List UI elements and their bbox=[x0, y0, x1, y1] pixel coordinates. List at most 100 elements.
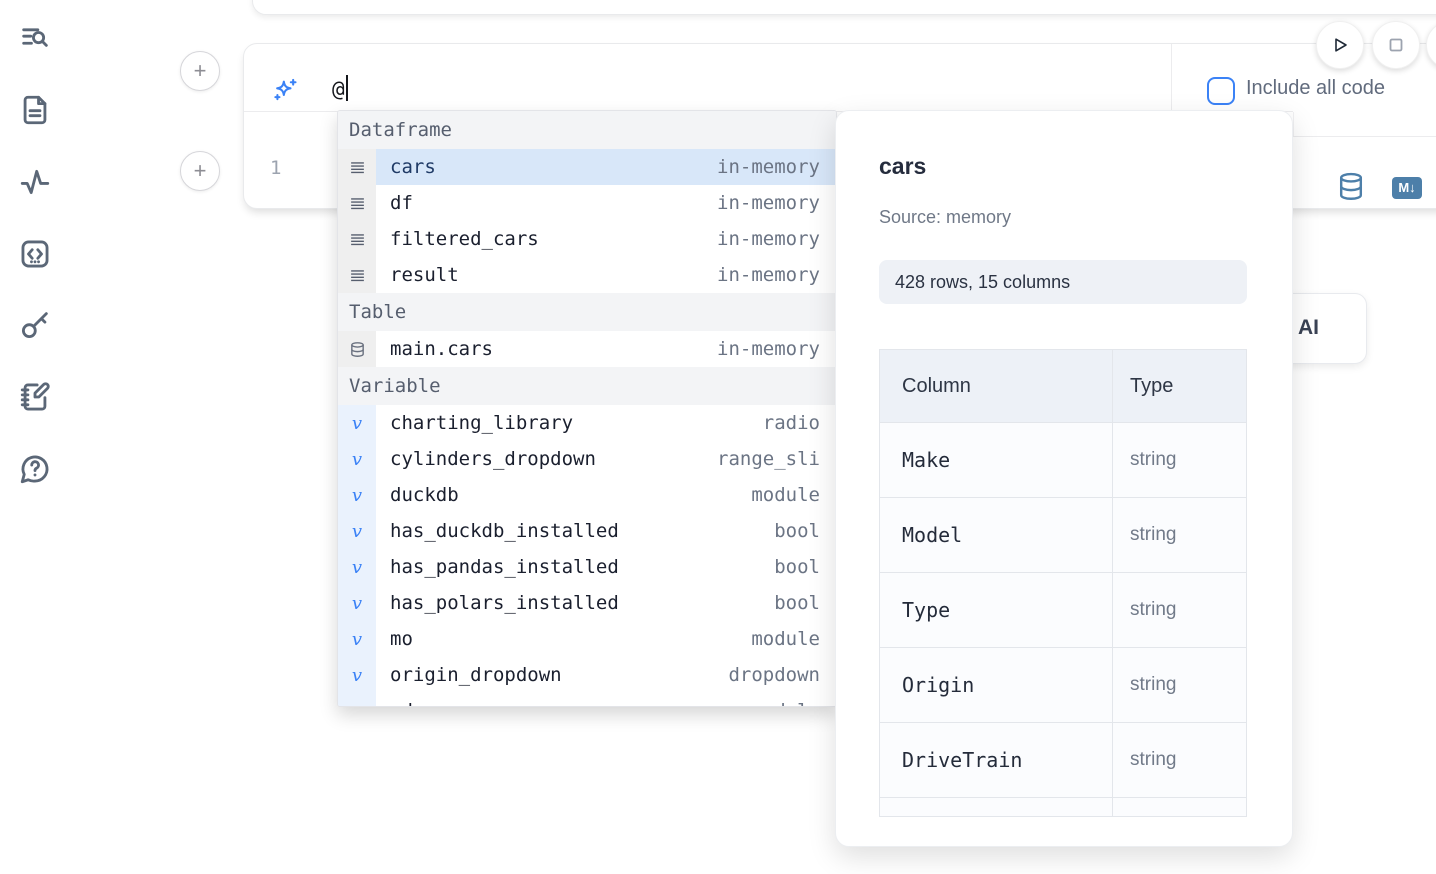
completion-item-meta: bool bbox=[774, 556, 820, 578]
sidebar-item-secrets[interactable] bbox=[18, 308, 54, 344]
variable-icon: v bbox=[338, 441, 376, 477]
notebook-pen-icon bbox=[18, 382, 52, 418]
completion-item-meta: in-memory bbox=[717, 338, 820, 360]
completion-item-body: has_duckdb_installed bool bbox=[376, 513, 836, 549]
completion-section-header: Table bbox=[338, 293, 836, 331]
completion-item-body: filtered_cars in-memory bbox=[376, 221, 836, 257]
sidebar-item-help[interactable] bbox=[18, 452, 54, 488]
sidebar-item-snippets[interactable] bbox=[18, 237, 54, 273]
completion-item-body: pd module bbox=[376, 693, 836, 706]
completion-item-label: has_duckdb_installed bbox=[390, 520, 619, 542]
completion-item[interactable]: filtered_cars in-memory bbox=[338, 221, 836, 257]
completion-item-label: charting_library bbox=[390, 412, 574, 434]
sparkles-icon bbox=[271, 77, 299, 105]
add-cell-above-button[interactable]: + bbox=[180, 51, 220, 91]
preview-source: Source: memory bbox=[879, 207, 1012, 227]
completion-item-meta: dropdown bbox=[728, 664, 820, 686]
column-name-cell: Make bbox=[880, 423, 1113, 497]
variable-icon: v bbox=[338, 621, 376, 657]
editor-right-border bbox=[1293, 136, 1436, 137]
sidebar-item-scratchpad[interactable] bbox=[18, 380, 54, 416]
plus-icon: + bbox=[193, 58, 207, 83]
markdown-convert-button[interactable]: M↓ bbox=[1392, 177, 1422, 199]
column-name-cell: Model bbox=[880, 498, 1113, 572]
column-name-cell: Type bbox=[880, 573, 1113, 647]
activity-icon bbox=[18, 169, 52, 203]
completion-item[interactable]: result in-memory bbox=[338, 257, 836, 293]
completion-item[interactable]: vpdmodule bbox=[338, 693, 836, 706]
type-header-cell: Type bbox=[1130, 374, 1174, 397]
completion-item-label: result bbox=[390, 264, 459, 286]
variable-icon: v bbox=[338, 513, 376, 549]
completion-item-label: main.cars bbox=[390, 338, 493, 360]
completion-item-body: main.cars in-memory bbox=[376, 331, 836, 367]
previous-cell-bottom bbox=[252, 0, 1436, 15]
help-circle-icon bbox=[18, 455, 52, 490]
column-name-cell bbox=[880, 798, 1113, 816]
completion-item-body: has_pandas_installed bool bbox=[376, 549, 836, 585]
completion-item-meta: module bbox=[751, 628, 820, 650]
completion-item-meta: bool bbox=[774, 592, 820, 614]
dataframe-icon bbox=[338, 221, 376, 257]
column-name-cell: Origin bbox=[880, 648, 1113, 722]
database-icon bbox=[1337, 172, 1365, 206]
sidebar-item-tracing[interactable] bbox=[18, 165, 54, 201]
completion-section-header: Dataframe bbox=[338, 111, 836, 149]
sidebar-item-search[interactable] bbox=[18, 22, 54, 58]
completion-item-meta: bool bbox=[774, 520, 820, 542]
completion-item-body: result in-memory bbox=[376, 257, 836, 293]
interrupt-button[interactable] bbox=[1372, 21, 1420, 69]
markdown-icon: M↓ bbox=[1398, 180, 1416, 195]
completion-item-label: cars bbox=[390, 156, 436, 178]
column-type-cell: string bbox=[1130, 449, 1177, 470]
completion-item-meta: in-memory bbox=[717, 228, 820, 250]
dataframe-icon bbox=[338, 185, 376, 221]
completion-item-label: has_polars_installed bbox=[390, 592, 619, 614]
completion-item[interactable]: main.cars in-memory bbox=[338, 331, 836, 367]
add-cell-below-button[interactable]: + bbox=[180, 151, 220, 191]
prompt-right-divider bbox=[1171, 44, 1172, 111]
column-type-cell: string bbox=[1130, 674, 1177, 695]
variable-icon: v bbox=[338, 657, 376, 693]
database-icon-button[interactable] bbox=[1337, 172, 1365, 202]
completion-item-label: cylinders_dropdown bbox=[390, 448, 596, 470]
sidebar-item-files[interactable] bbox=[18, 93, 54, 129]
completion-item-label: duckdb bbox=[390, 484, 459, 506]
include-all-code-checkbox[interactable] bbox=[1207, 77, 1235, 105]
column-type-cell: string bbox=[1130, 749, 1177, 770]
column-header-cell: Column bbox=[880, 350, 1113, 422]
completion-item-meta: module bbox=[751, 700, 820, 706]
ai-prompt-input[interactable]: @ bbox=[332, 75, 348, 101]
completion-item-label: has_pandas_installed bbox=[390, 556, 619, 578]
run-cell-button[interactable] bbox=[1316, 21, 1364, 69]
line-number: 1 bbox=[270, 157, 282, 179]
completion-item[interactable]: v has_duckdb_installed bool bbox=[338, 513, 836, 549]
ai-button-label: AI bbox=[1298, 316, 1319, 339]
completion-item-label: pd bbox=[390, 700, 413, 706]
completion-section-header: Variable bbox=[338, 367, 836, 405]
preview-title: cars bbox=[879, 153, 927, 179]
completion-item-label: filtered_cars bbox=[390, 228, 539, 250]
plus-icon: + bbox=[193, 158, 207, 183]
completion-item-meta: in-memory bbox=[717, 264, 820, 286]
database-icon bbox=[338, 331, 376, 367]
column-type-cell bbox=[1113, 798, 1246, 816]
